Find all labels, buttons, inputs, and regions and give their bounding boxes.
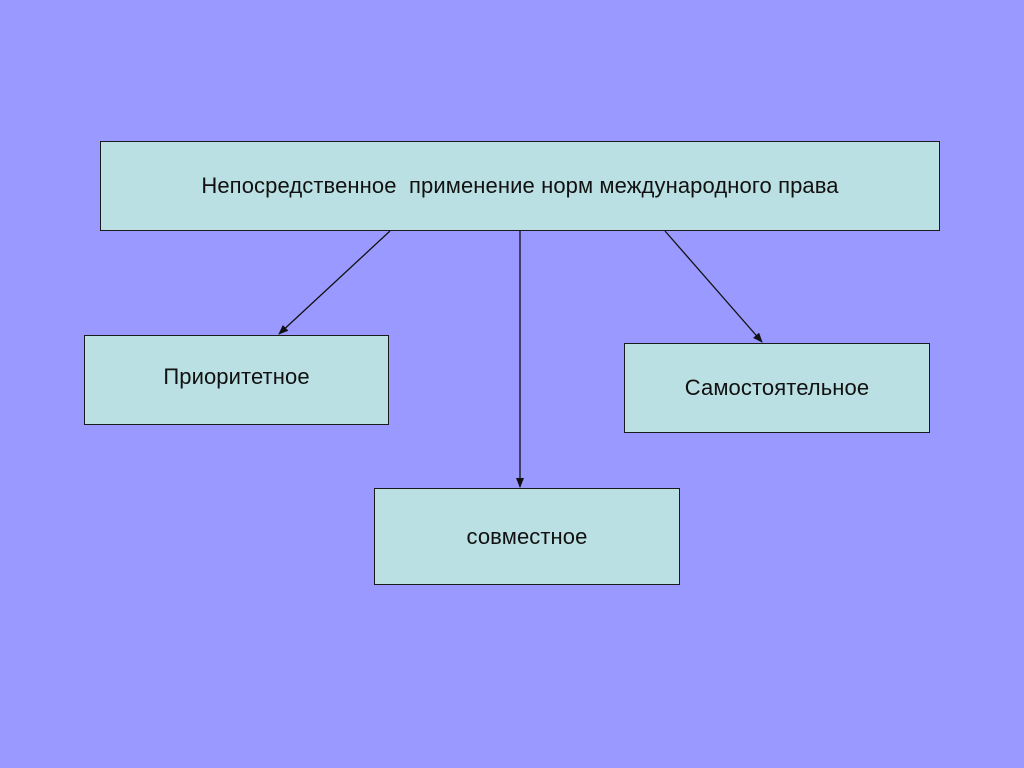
arrow-root-to-left xyxy=(278,230,391,335)
child-node-priority-label: Приоритетное xyxy=(163,364,310,389)
arrow-root-to-right xyxy=(664,230,763,343)
child-node-joint-label: совместное xyxy=(466,523,588,549)
root-node: Непосредственное применение норм междуна… xyxy=(100,141,940,231)
child-node-independent: Самостоятельное xyxy=(624,343,930,433)
child-node-independent-label: Самостоятельное xyxy=(684,375,870,400)
child-node-priority: Приоритетное xyxy=(84,335,389,425)
child-node-joint: совместное xyxy=(374,488,680,585)
root-node-label: Непосредственное применение норм междуна… xyxy=(201,173,839,198)
